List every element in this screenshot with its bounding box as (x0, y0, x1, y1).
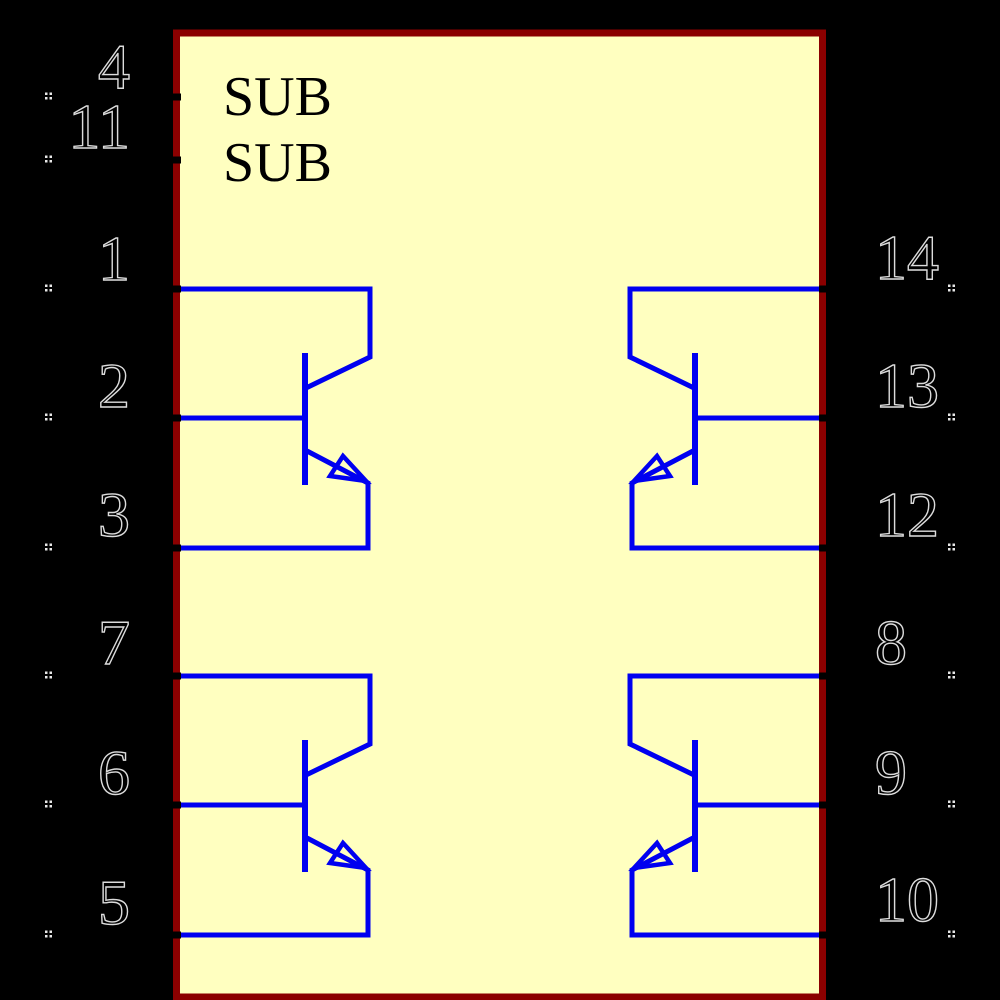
collector-wire (627, 673, 822, 778)
emitter-arrow-icon (326, 452, 372, 485)
pin-number-13: 13 (875, 350, 939, 421)
pin-stub[interactable] (819, 672, 830, 680)
pin-number-12: 12 (875, 479, 939, 550)
pin-number-9: 9 (875, 737, 907, 808)
pin-stub[interactable] (170, 672, 181, 680)
pin-number-6: 6 (98, 737, 130, 808)
pin-stub[interactable] (170, 801, 181, 809)
pin-number-5: 5 (98, 867, 130, 938)
collector-wire (178, 673, 373, 778)
pin-stub-layer (170, 93, 830, 939)
pin-stub[interactable] (170, 544, 181, 552)
pin-origin-marker (948, 800, 955, 808)
pin-stub[interactable] (170, 156, 181, 164)
pin-stub[interactable] (170, 285, 181, 293)
pin-number-1: 1 (98, 223, 130, 294)
pin-origin-marker (948, 284, 955, 292)
pin-origin-marker (948, 930, 955, 938)
pin-origin-marker (45, 930, 52, 938)
emitter-arrow-icon (628, 452, 674, 485)
pin-number-3: 3 (98, 479, 130, 550)
pin-label-layer: SUB SUB (223, 66, 332, 194)
pin-origin-marker (45, 92, 52, 100)
npn-transistor-bottom-right[interactable] (627, 673, 822, 938)
collector-wire (627, 286, 822, 391)
pin-stub[interactable] (819, 931, 830, 939)
pin-origin-marker (948, 671, 955, 679)
pin-stub[interactable] (819, 414, 830, 422)
emitter-arrow-icon (326, 839, 372, 872)
pin-number-7: 7 (98, 607, 130, 678)
substrate-pin-label: SUB (223, 66, 332, 128)
pin-number-8: 8 (875, 607, 907, 678)
pin-number-14: 14 (875, 222, 939, 293)
pin-origin-marker (45, 800, 52, 808)
pin-origin-marker (948, 413, 955, 421)
pin-number-10: 10 (875, 864, 939, 935)
pin-number-11: 11 (68, 91, 130, 162)
pin-stub[interactable] (819, 544, 830, 552)
npn-transistor-top-left[interactable] (178, 286, 373, 551)
pin-number-4: 4 (98, 31, 130, 102)
substrate-pin-label: SUB (223, 132, 332, 194)
emitter-arrow-icon (628, 839, 674, 872)
pin-origin-marker (45, 284, 52, 292)
wiring-layer (178, 286, 822, 938)
pin-origin-marker (948, 543, 955, 551)
pin-origin-marker (45, 543, 52, 551)
component-body[interactable] (173, 29, 826, 1000)
pin-origin-marker (45, 155, 52, 163)
npn-transistor-bottom-left[interactable] (178, 673, 373, 938)
pin-origin-marker (45, 413, 52, 421)
collector-wire (178, 286, 373, 391)
pin-number-layer: 4 11 1 2 3 7 6 5 14 13 12 8 9 10 (68, 30, 940, 938)
pin-stub[interactable] (819, 285, 830, 293)
pin-stub[interactable] (819, 801, 830, 809)
npn-transistor-top-right[interactable] (627, 286, 822, 551)
pin-stub[interactable] (170, 931, 181, 939)
pin-stub[interactable] (170, 93, 181, 101)
pin-number-2: 2 (98, 350, 130, 421)
pin-stub[interactable] (170, 414, 181, 422)
pin-origin-marker (45, 671, 52, 679)
